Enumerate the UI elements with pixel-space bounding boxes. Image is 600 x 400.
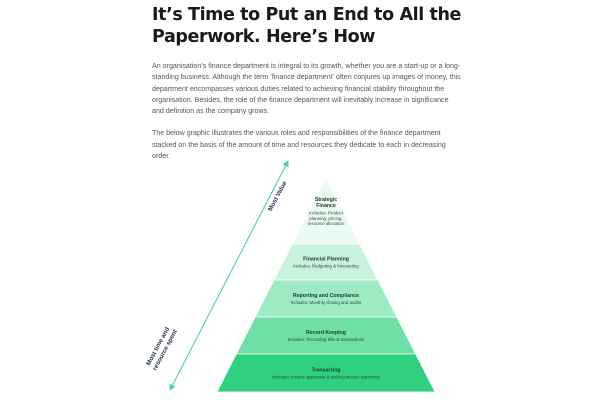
graphic-description-paragraph: The below graphic illustrates the variou… xyxy=(152,129,446,161)
intro-paragraph: An organisation’s finance department is … xyxy=(152,62,461,116)
level-4-title-line-1: Record Keeping xyxy=(306,330,346,336)
level-2-title-line-1: Financial Planning xyxy=(303,256,349,262)
value-effort-arrow xyxy=(169,160,289,391)
bottom-axis-label-group: Most time and resource spent xyxy=(145,326,179,372)
level-1-desc-line-1: Includes: Product xyxy=(309,211,344,216)
level-1-title-line-2: Finance xyxy=(316,203,336,209)
level-1-title-line-1: Strategic xyxy=(315,197,337,203)
level-3-desc-line-1: Includes: Monthly closing and audits xyxy=(291,300,362,305)
article: It’s Time to Put an End to All the Paper… xyxy=(152,4,462,162)
level-5-desc-line-1: Includes: Invoice approvals & making inv… xyxy=(272,375,380,380)
pyramid-level-5 xyxy=(216,353,436,393)
level-4-desc-line-1: Includes: Recording bills & transactions xyxy=(288,337,365,342)
level-2-desc-line-1: Includes: Budgeting & forecasting xyxy=(293,264,359,269)
level-1-desc-line-2: planning, pricing, xyxy=(309,216,342,221)
article-title: It’s Time to Put an End to All the Paper… xyxy=(152,5,461,47)
level-3-title-line-1: Reporting and Compliance xyxy=(293,293,359,299)
level-5-title-line-1: Transacting xyxy=(311,367,340,373)
level-1-desc-line-3: resource allocation xyxy=(308,221,345,226)
